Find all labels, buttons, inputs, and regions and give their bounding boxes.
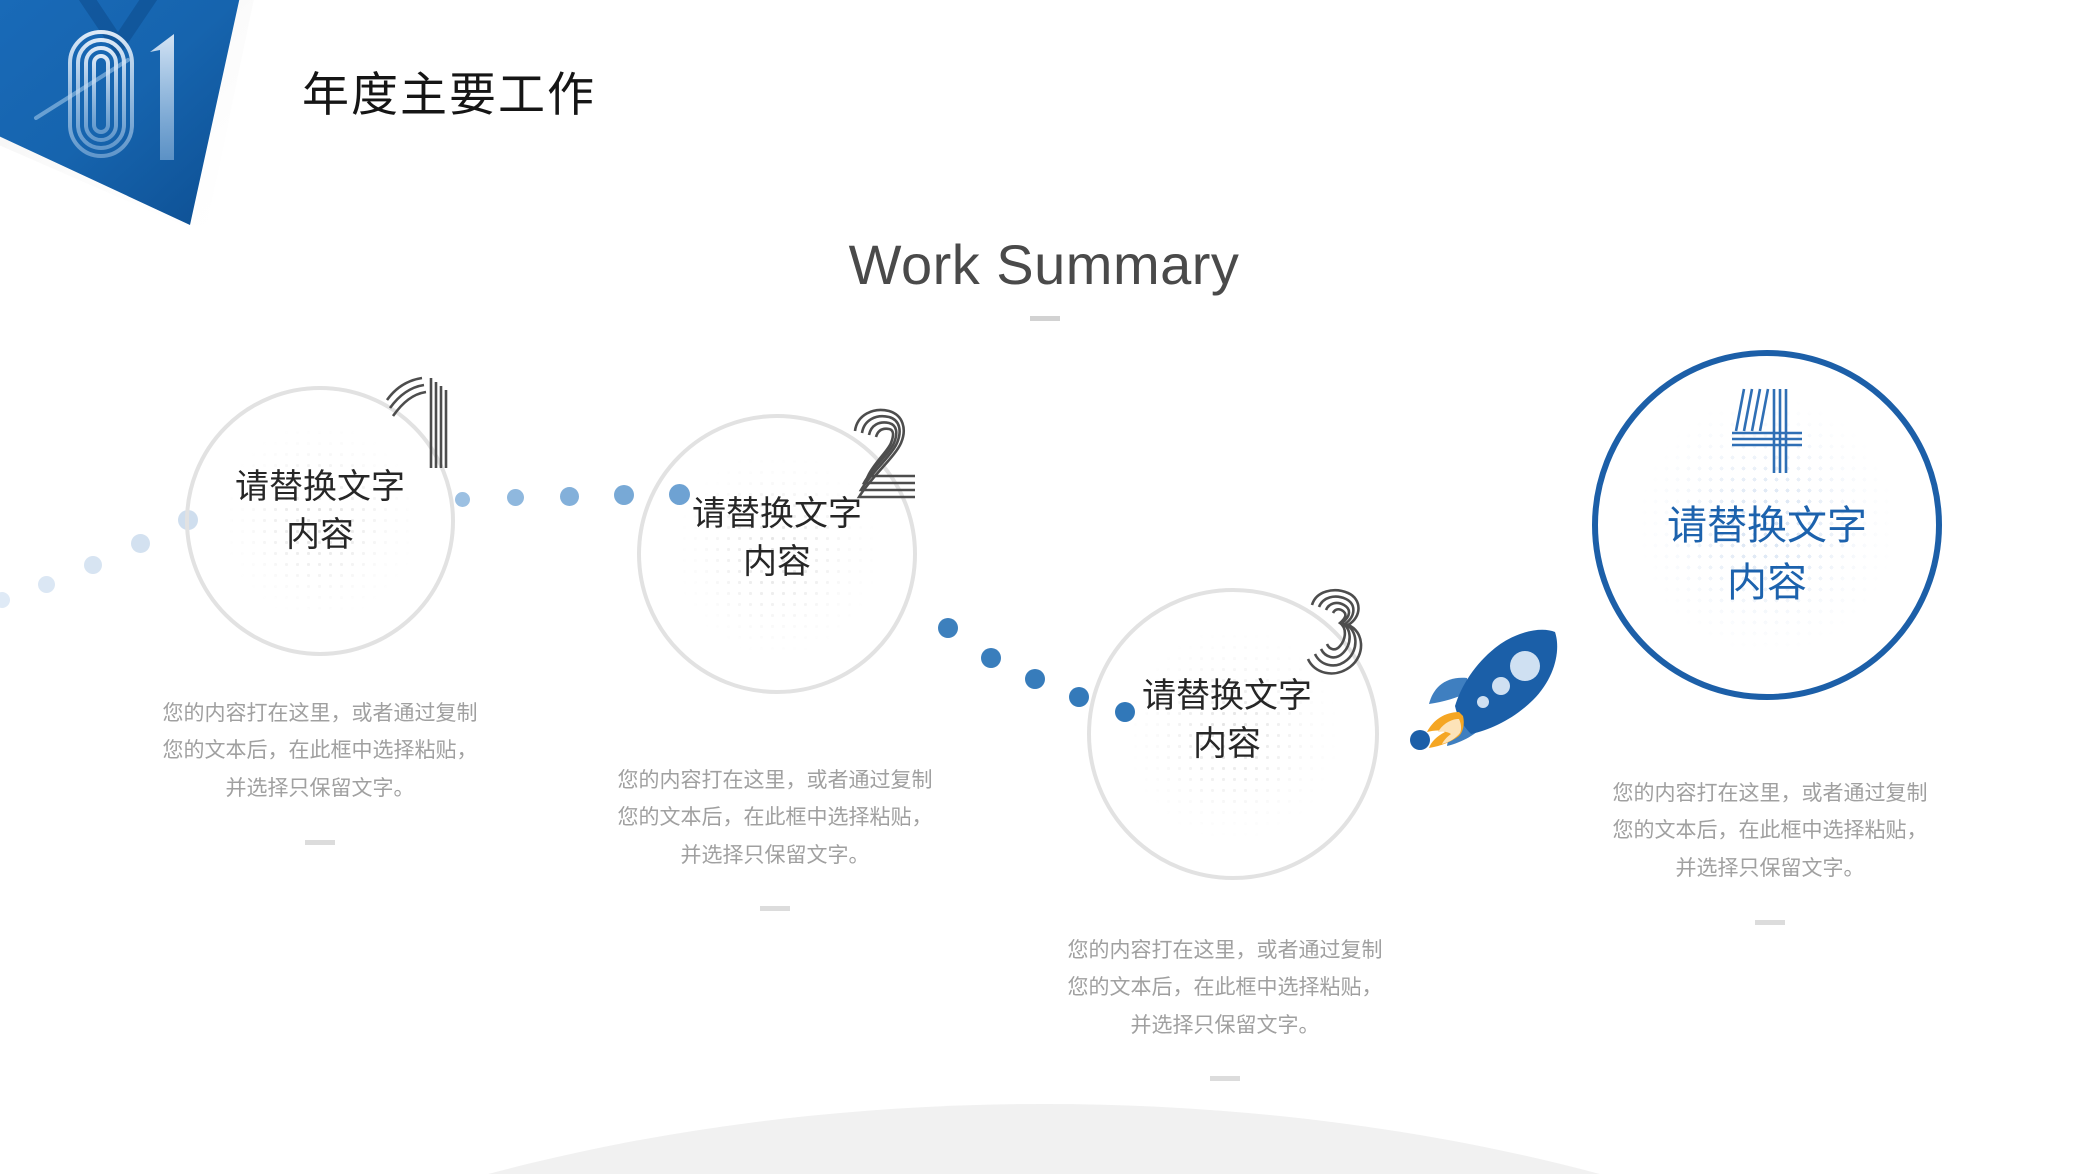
node-label-line2: 内容 — [1727, 559, 1807, 606]
node-caption-1: 您的内容打在这里，或者通过复制 您的文本后，在此框中选择粘贴， 并选择只保留文字… — [100, 695, 540, 807]
caption-line1: 您的内容打在这里，或者通过复制 — [1067, 938, 1383, 962]
node-label-line2: 内容 — [1193, 724, 1261, 765]
node-label-line2: 内容 — [286, 515, 354, 556]
path-dot — [455, 492, 470, 507]
path-dot — [981, 648, 1001, 668]
caption-line2: 您的文本后，在此框中选择粘贴， — [617, 805, 933, 830]
section-heading: Work Summary — [848, 233, 1240, 296]
node-label-line1: 请替换文字 — [1667, 503, 1867, 549]
bottom-dome-decoration — [0, 1104, 2088, 1174]
path-dot — [131, 534, 150, 553]
path-dot — [507, 489, 524, 506]
path-dot — [938, 618, 958, 638]
path-dot — [38, 576, 55, 593]
caption-line3: 并选择只保留文字。 — [680, 842, 870, 867]
node-label-4: 请替换文字 内容 — [1667, 498, 1867, 612]
node-label-line1: 请替换文字 — [235, 467, 405, 507]
path-dot — [1025, 669, 1045, 689]
node-label-line2: 内容 — [743, 542, 811, 583]
node-label-line1: 请替换文字 — [692, 494, 862, 534]
node-label-2: 请替换文字 内容 — [692, 490, 862, 587]
page-title: 年度主要工作 — [302, 68, 596, 123]
node-label-3: 请替换文字 内容 — [1142, 672, 1312, 769]
caption-line1: 您的内容打在这里，或者通过复制 — [162, 701, 478, 725]
path-dot — [1069, 687, 1089, 707]
node-caption-divider-3 — [1210, 1076, 1240, 1081]
node-caption-3: 您的内容打在这里，或者通过复制 您的文本后，在此框中选择粘贴， 并选择只保留文字… — [1005, 932, 1445, 1044]
caption-line3: 并选择只保留文字。 — [1675, 855, 1865, 880]
path-dot — [84, 556, 102, 574]
path-dot — [0, 592, 10, 608]
caption-line3: 并选择只保留文字。 — [1130, 1012, 1320, 1037]
section-heading-divider — [1030, 316, 1060, 321]
node-caption-divider-4 — [1755, 920, 1785, 925]
node-caption-4: 您的内容打在这里，或者通过复制 您的文本后，在此框中选择粘贴， 并选择只保留文字… — [1550, 775, 1990, 887]
path-dot — [614, 485, 634, 505]
caption-line2: 您的文本后，在此框中选择粘贴， — [1612, 818, 1928, 843]
path-dot — [560, 487, 579, 506]
node-label-line1: 请替换文字 — [1142, 676, 1312, 716]
caption-line3: 并选择只保留文字。 — [225, 775, 415, 800]
node-label-1: 请替换文字 内容 — [235, 463, 405, 560]
node-caption-divider-2 — [760, 906, 790, 911]
caption-line1: 您的内容打在这里，或者通过复制 — [617, 768, 933, 792]
node-caption-divider-1 — [305, 840, 335, 845]
caption-line2: 您的文本后，在此框中选择粘贴， — [1067, 975, 1383, 1000]
rocket-icon — [1405, 620, 1585, 750]
path-dot — [1410, 730, 1430, 750]
caption-line1: 您的内容打在这里，或者通过复制 — [1612, 781, 1928, 805]
node-caption-2: 您的内容打在这里，或者通过复制 您的文本后，在此框中选择粘贴， 并选择只保留文字… — [555, 762, 995, 874]
section-number-badge — [0, 0, 330, 225]
caption-line2: 您的文本后，在此框中选择粘贴， — [162, 738, 478, 763]
